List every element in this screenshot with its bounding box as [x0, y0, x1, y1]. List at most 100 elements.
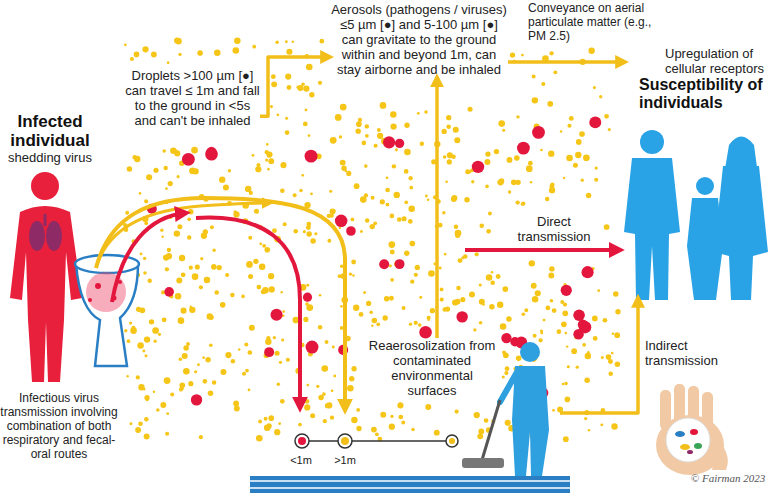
aerosol-dot [217, 265, 222, 270]
aerosol-dot [276, 113, 279, 116]
aerosol-dot [545, 197, 550, 202]
aerosol-dot [521, 312, 525, 316]
aerosol-dot [179, 357, 183, 361]
aerosol-dot [447, 159, 452, 164]
aerosol-dot [479, 224, 484, 229]
aerosol-dot [427, 316, 431, 320]
flow-arrow [260, 57, 330, 116]
aerosol-dot [280, 399, 285, 404]
aerosol-dot [465, 169, 470, 174]
aerosol-dot [179, 255, 185, 261]
aerosol-dot [594, 178, 598, 182]
aerosol-dot [384, 296, 389, 301]
aerosol-dot [265, 159, 268, 162]
distance-label: <1m [284, 454, 318, 466]
droplet-dot [582, 266, 594, 278]
aerosol-dot [352, 274, 354, 276]
aerosol-dot [560, 130, 562, 132]
aerosol-dot [494, 149, 499, 154]
aerosol-dot [377, 133, 383, 139]
aerosol-dot [264, 417, 268, 421]
aerosol-dot [266, 151, 272, 157]
aerosol-dot [136, 375, 140, 379]
aerosol-dot [244, 342, 248, 346]
aerosol-dot [504, 371, 508, 375]
aerosol-dot [129, 422, 132, 425]
aerosol-dot [427, 198, 429, 200]
aerosol-dot [506, 316, 511, 321]
aerosol-dot [404, 149, 411, 156]
aerosol-dot [268, 158, 274, 164]
aerosol-dot [270, 105, 273, 108]
aerosol-dot [132, 155, 136, 159]
aerosol-dot [380, 199, 385, 204]
aerosol-dot [144, 336, 150, 342]
aerosol-dot [174, 150, 178, 154]
aerosol-dot [307, 222, 312, 227]
aerosol-dot [351, 218, 355, 222]
aerosol-dot [353, 305, 359, 311]
aerosol-dot [329, 190, 332, 193]
aerosol-dot [259, 263, 266, 270]
aerosol-dot [477, 433, 483, 439]
aerosol-dot [149, 319, 154, 324]
aerosol-dot [189, 266, 193, 270]
aerosol-dot [138, 421, 143, 426]
aerosol-dot [390, 278, 394, 282]
aerosol-dot [124, 44, 127, 47]
aerosol-dot [464, 197, 469, 202]
droplet-dot [303, 293, 312, 302]
aerosol-dot [333, 375, 336, 378]
aerosol-dot [553, 70, 557, 74]
aerosol-dot [303, 122, 308, 127]
figure-node: Aerosols (pathogens / viruses) ≤5 µm [●]… [330, 2, 508, 77]
aerosol-dot [532, 296, 538, 302]
droplet-dot [305, 150, 318, 163]
aerosol-dot [214, 290, 219, 295]
aerosol-dot [389, 214, 394, 219]
aerosol-dot [469, 292, 475, 298]
aerosol-dot [614, 332, 620, 338]
susceptible-people-part [714, 166, 768, 300]
aerosol-dot [584, 410, 589, 415]
aerosol-dot [340, 160, 346, 166]
aerosol-dot [404, 169, 409, 174]
aerosol-dot [187, 218, 191, 222]
aerosol-dot [346, 171, 351, 176]
aerosol-dot [454, 225, 459, 230]
aerosol-dot [210, 225, 214, 229]
aerosol-dot [490, 280, 494, 284]
aerosol-dot [601, 356, 604, 359]
aerosol-dot [587, 351, 590, 354]
susceptible-people [624, 130, 768, 300]
aerosol-dot [360, 230, 363, 233]
aerosol-dot [433, 195, 437, 199]
infected-figure [10, 172, 82, 382]
aerosol-dot [310, 192, 313, 195]
aerosol-dot [277, 383, 280, 386]
aerosol-dot [512, 60, 516, 64]
aerosol-dot [271, 81, 277, 87]
aerosol-dot [144, 199, 148, 203]
distance-scale-part [341, 437, 349, 445]
aerosol-dot [474, 412, 480, 418]
aerosol-dot [153, 391, 155, 393]
hand-illustration-part [675, 431, 685, 437]
aerosol-dot [165, 432, 169, 436]
aerosol-dot [397, 402, 403, 408]
aerosol-dot [125, 211, 129, 215]
aerosol-dot [563, 436, 569, 442]
aerosol-dot [478, 429, 484, 435]
droplet-dot [306, 341, 319, 354]
aerosol-dot [419, 296, 422, 299]
distance-scale-part [295, 434, 309, 448]
aerosol-dot [484, 418, 489, 423]
aerosol-dot [170, 392, 174, 396]
aerosol-dot [582, 343, 586, 347]
aerosol-dot [364, 164, 368, 168]
aerosol-dot [143, 257, 146, 260]
aerosol-dot [310, 238, 315, 243]
aerosol-dot [385, 203, 389, 207]
droplet-dot [335, 215, 348, 228]
aerosol-dot [431, 159, 436, 164]
